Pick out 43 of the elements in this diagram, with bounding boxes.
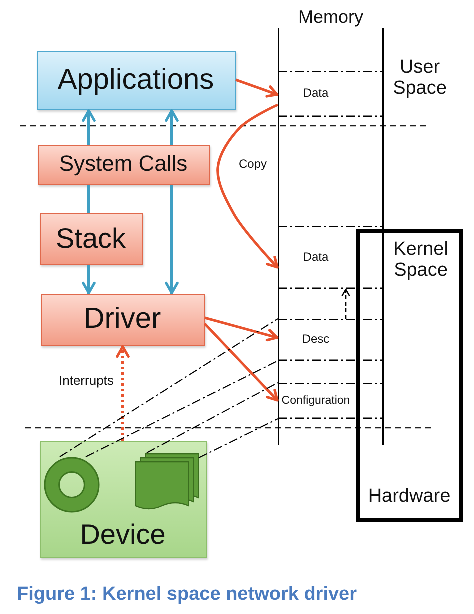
- arrow: [342, 288, 350, 319]
- memory-region: [278, 319, 384, 361]
- node-label: Stack: [56, 222, 126, 254]
- node-label: Device: [80, 519, 166, 551]
- frame-label: Hardware: [368, 486, 451, 508]
- arrow: [236, 78, 279, 98]
- memory-region: [278, 71, 384, 117]
- process-box: [40, 213, 143, 265]
- column-heading: Memory: [298, 6, 364, 28]
- device-panel: [40, 441, 207, 558]
- region-label: Configuration: [282, 394, 350, 408]
- node-label: System Calls: [59, 152, 188, 177]
- process-box: [38, 145, 210, 185]
- arrow: [216, 104, 279, 269]
- connector-line: [88, 185, 90, 213]
- edge-label: Copy: [238, 158, 268, 172]
- projection-line: [198, 418, 278, 458]
- region-label: Data: [303, 87, 329, 101]
- memory-region: [278, 226, 384, 289]
- frame-heading: Kernel Space: [392, 238, 450, 282]
- arrow: [165, 110, 179, 145]
- arrow: [82, 110, 96, 145]
- arrow: [204, 323, 279, 402]
- ring-icon: [44, 456, 100, 512]
- arrow: [116, 346, 130, 441]
- arrow: [204, 316, 279, 342]
- arrow: [82, 265, 96, 294]
- projection-line: [86, 360, 278, 458]
- process-box: [37, 51, 236, 110]
- node-label: Applications: [58, 64, 214, 96]
- space-label: User Space: [392, 58, 448, 100]
- memory-region: [278, 383, 384, 419]
- arrow: [165, 185, 179, 294]
- projection-line: [60, 318, 278, 458]
- process-box: [41, 294, 205, 346]
- node-label: Driver: [84, 303, 162, 336]
- region-label: Data: [303, 250, 329, 264]
- edge-label: Interrupts: [58, 374, 115, 389]
- space-frame: [356, 229, 463, 522]
- projection-line: [146, 382, 278, 454]
- figure-caption: Figure 1: Kernel space network driver: [17, 584, 358, 607]
- region-label: Desc: [302, 333, 330, 347]
- stacked-sheets-icon: [134, 452, 198, 510]
